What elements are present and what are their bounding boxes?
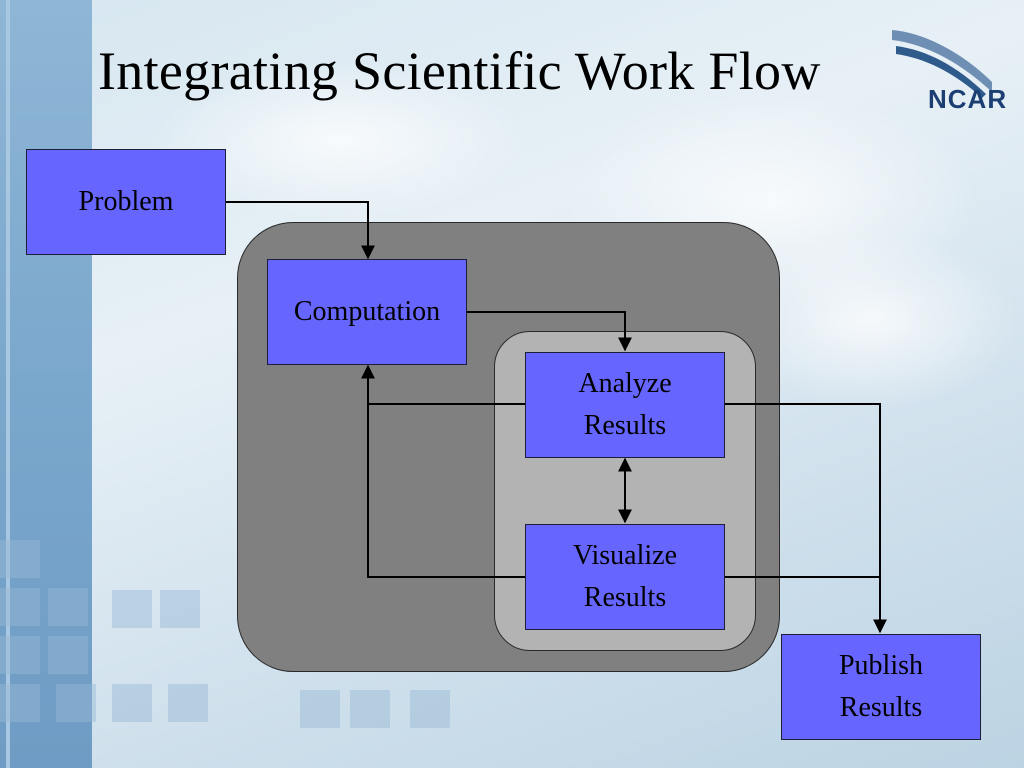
background-left-band: [0, 0, 92, 768]
background-tile: [410, 690, 450, 728]
background-tile: [300, 690, 340, 728]
node-publish-label: Publish Results: [838, 650, 924, 723]
node-visualize-label: Visualize Results: [572, 540, 678, 613]
connector-analyze-publish: [724, 403, 887, 634]
background-tile: [0, 540, 40, 578]
background-tile: [112, 590, 152, 628]
connector-visualize-computation: [361, 364, 525, 578]
node-problem-label: Problem: [78, 186, 174, 217]
node-publish-results: Publish Results: [781, 634, 981, 740]
background-left-strip: [6, 0, 10, 768]
background-tile: [350, 690, 390, 728]
node-visualize-results: Visualize Results: [525, 524, 725, 630]
connector-computation-analyze: [467, 311, 632, 352]
background-tile: [48, 588, 88, 626]
background-tile: [48, 636, 88, 674]
ncar-logo-text: NCAR: [928, 84, 1008, 114]
background-tile: [0, 684, 40, 722]
node-computation-label: Computation: [293, 296, 441, 327]
page-title: Integrating Scientific Work Flow: [98, 41, 821, 101]
background-tile: [112, 684, 152, 722]
background-tile: [56, 684, 96, 722]
node-analyze-label: Analyze Results: [578, 368, 672, 441]
connector-problem-computation: [226, 201, 375, 260]
background-tile: [160, 590, 200, 628]
node-analyze-results: Analyze Results: [525, 352, 725, 458]
node-computation: Computation: [267, 259, 467, 365]
background-tile: [168, 684, 208, 722]
ncar-logo-icon: [892, 30, 992, 98]
background-tile: [0, 588, 40, 626]
background-tile: [0, 636, 40, 674]
node-problem: Problem: [26, 149, 226, 255]
